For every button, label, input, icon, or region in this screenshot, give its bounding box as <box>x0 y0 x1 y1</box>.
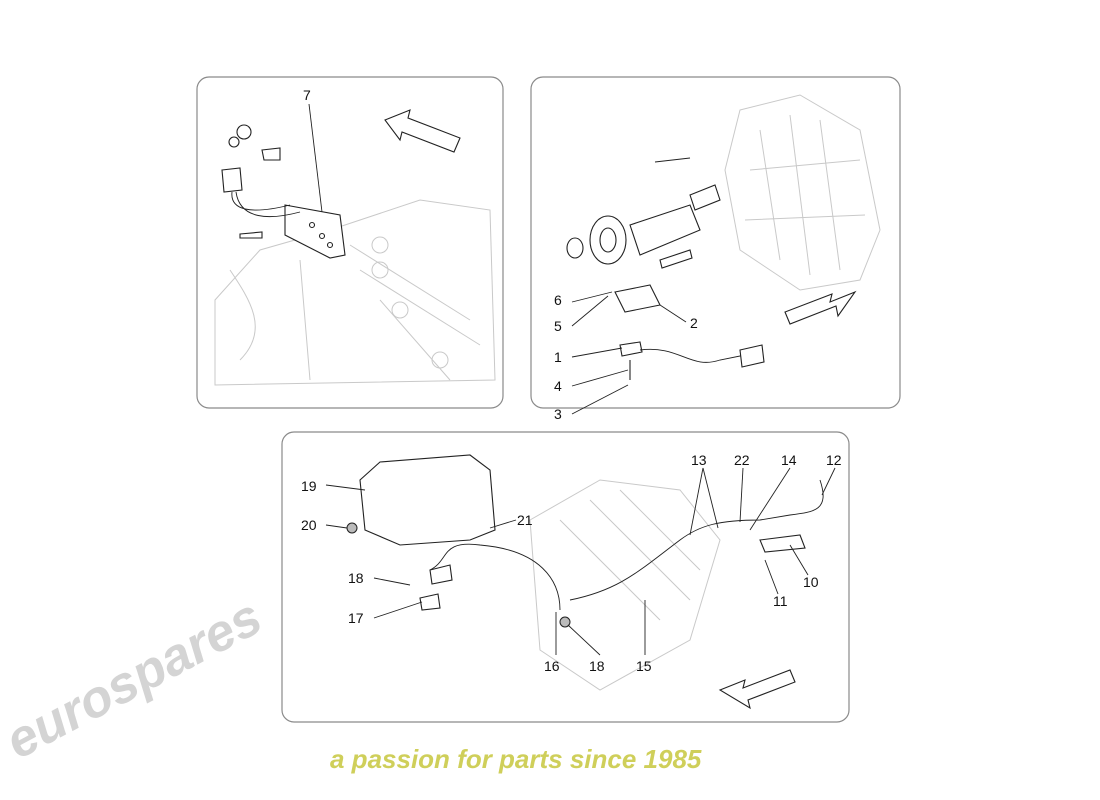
callout-label: 19 <box>301 478 317 494</box>
callout-label: 3 <box>554 406 562 422</box>
callout-label: 10 <box>803 574 819 590</box>
callout-label: 13 <box>691 452 707 468</box>
callout-label: 21 <box>517 512 533 528</box>
gearbox-sketch <box>529 479 721 691</box>
callout-label: 1 <box>554 349 562 365</box>
transmission-sketch <box>214 199 496 386</box>
callout-label: 5 <box>554 318 562 334</box>
callout-label: 15 <box>636 658 652 674</box>
callout-label: 18 <box>348 570 364 586</box>
direction-arrow <box>784 290 857 325</box>
callout-label: 4 <box>554 378 562 394</box>
callout-label: 11 <box>773 593 788 609</box>
callout-label: 2 <box>690 315 698 331</box>
panel-border <box>530 76 901 409</box>
heat-shield <box>359 454 496 546</box>
sensor-bracket <box>221 124 346 259</box>
watermark-brand: eurospares <box>0 588 271 771</box>
panel-top-right: 6 5 2 1 4 3 <box>530 76 901 422</box>
callout-label: 22 <box>734 452 750 468</box>
direction-arrow <box>718 669 796 710</box>
callout-label: 18 <box>589 658 605 674</box>
callout-label: 16 <box>544 658 560 674</box>
watermark-tagline: a passion for parts since 1985 <box>330 744 702 774</box>
position-sensor <box>614 284 765 380</box>
callout-label: 12 <box>826 452 842 468</box>
clutch-actuator <box>566 157 721 269</box>
callout-label: 20 <box>301 517 317 533</box>
callout-label: 6 <box>554 292 562 308</box>
clutch-housing <box>724 94 881 291</box>
cable <box>429 479 824 611</box>
callout-label: 14 <box>781 452 797 468</box>
callout-label: 17 <box>348 610 364 626</box>
callout-label: 7 <box>303 87 311 103</box>
panel-top-left: 7 <box>196 76 504 409</box>
panel-bottom: 19 20 21 18 17 16 18 15 13 22 14 12 10 1… <box>281 431 850 723</box>
direction-arrow <box>384 109 461 153</box>
